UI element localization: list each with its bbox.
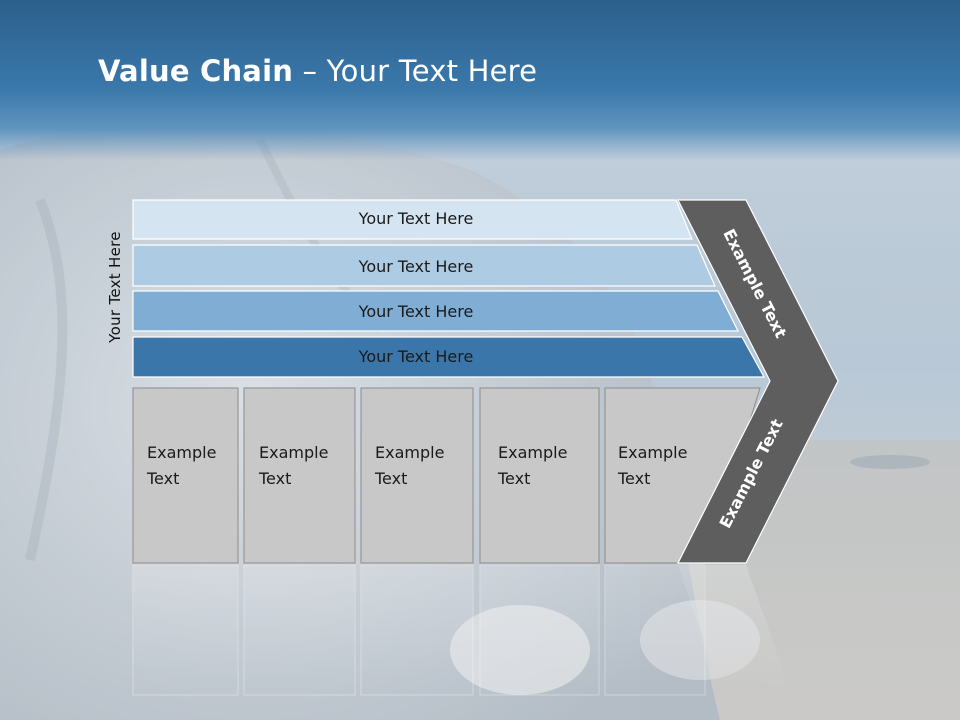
header-bar — [0, 0, 960, 160]
svg-text:Example Text: Example Text — [497, 443, 573, 488]
svg-text:Example Text: Example Text — [258, 443, 334, 488]
column-1-line1: Example — [147, 443, 216, 462]
svg-text:Example Text: Example Text — [617, 443, 693, 488]
band-1-label: Your Text Here — [358, 209, 474, 228]
column-3-line1: Example — [375, 443, 444, 462]
title-bold: Value Chain — [98, 54, 294, 88]
column-3-line2: Text — [374, 469, 407, 488]
column-4 — [479, 387, 600, 564]
band-3 — [132, 290, 739, 332]
column-2-line2: Text — [258, 469, 291, 488]
band-3-label: Your Text Here — [358, 302, 474, 321]
column-1-line2: Text — [146, 469, 179, 488]
title-rest: – Your Text Here — [293, 54, 538, 88]
reflection — [132, 564, 790, 696]
band-2 — [132, 244, 716, 287]
column-3 — [360, 387, 474, 564]
column-5-line2: Text — [617, 469, 650, 488]
column-2 — [243, 387, 356, 564]
svg-text:Example Text: Example Text — [374, 443, 450, 488]
column-2-line1: Example — [259, 443, 328, 462]
band-1 — [132, 199, 693, 240]
band-4 — [132, 336, 766, 378]
band-4-label: Your Text Here — [358, 347, 474, 366]
chevron-arrow — [677, 199, 839, 564]
column-1 — [132, 387, 239, 564]
slide-title: Value Chain – Your Text Here — [98, 54, 537, 88]
svg-text:Example Text: Example Text — [146, 443, 222, 488]
column-4-line2: Text — [497, 469, 530, 488]
column-4-line1: Example — [498, 443, 567, 462]
column-5-line1: Example — [618, 443, 687, 462]
band-2-label: Your Text Here — [358, 257, 474, 276]
